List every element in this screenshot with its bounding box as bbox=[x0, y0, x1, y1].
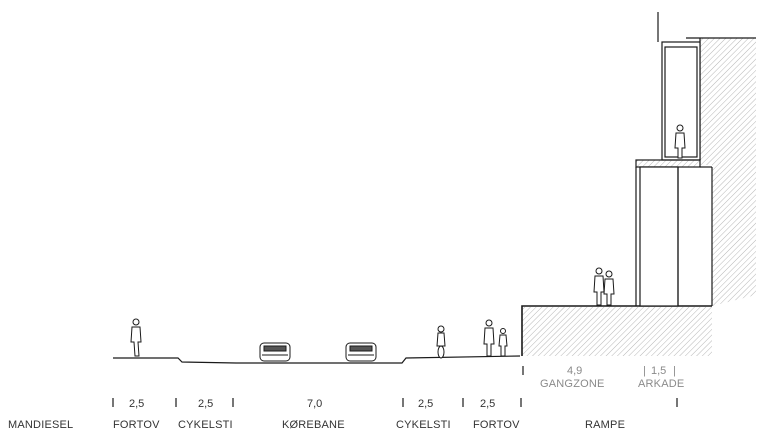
zone-width: 2,5 bbox=[480, 398, 495, 410]
zone-width: 1,5 bbox=[651, 365, 666, 377]
ramp-plinth bbox=[521, 305, 712, 356]
zone-width: 4,9 bbox=[567, 365, 582, 377]
row-label-left: MANDIESEL bbox=[8, 419, 73, 431]
arcade bbox=[635, 166, 713, 307]
building-zone-labels: 4,9 GANGZONE | 1,5 | ARKADE RAMPE bbox=[540, 365, 684, 431]
upper-floor bbox=[635, 12, 701, 168]
zone-name: CYKELSTI bbox=[178, 419, 233, 431]
pedestrian-group-icon bbox=[483, 319, 508, 357]
zone-name: ARKADE bbox=[638, 378, 684, 390]
zone-name: FORTOV bbox=[113, 419, 160, 431]
zone-width: 2,5 bbox=[418, 398, 433, 410]
pedestrian-icon bbox=[674, 124, 686, 159]
street-ground-profile bbox=[113, 355, 521, 364]
street-zone-labels: 2,5 2,5 7,0 2,5 2,5 MANDIESEL FORTOV CYK… bbox=[8, 398, 520, 431]
zone-width: 2,5 bbox=[129, 398, 144, 410]
dimension-ticks bbox=[112, 366, 678, 407]
pedestrian-group-icon bbox=[593, 267, 615, 306]
zone-width-bracket-left: | bbox=[643, 365, 646, 377]
zone-name: FORTOV bbox=[473, 419, 520, 431]
car-icon bbox=[345, 342, 377, 362]
zone-name: CYKELSTI bbox=[396, 419, 451, 431]
pedestrian-icon bbox=[130, 318, 142, 357]
zone-width: 7,0 bbox=[307, 398, 322, 410]
zone-width-bracket-right: | bbox=[673, 365, 676, 377]
zone-width: 2,5 bbox=[198, 398, 213, 410]
car-icon bbox=[259, 342, 291, 362]
cyclist-icon bbox=[436, 325, 446, 359]
zone-name: GANGZONE bbox=[540, 378, 605, 390]
rampe-label: RAMPE bbox=[585, 419, 625, 431]
zone-name: KØREBANE bbox=[282, 419, 345, 431]
